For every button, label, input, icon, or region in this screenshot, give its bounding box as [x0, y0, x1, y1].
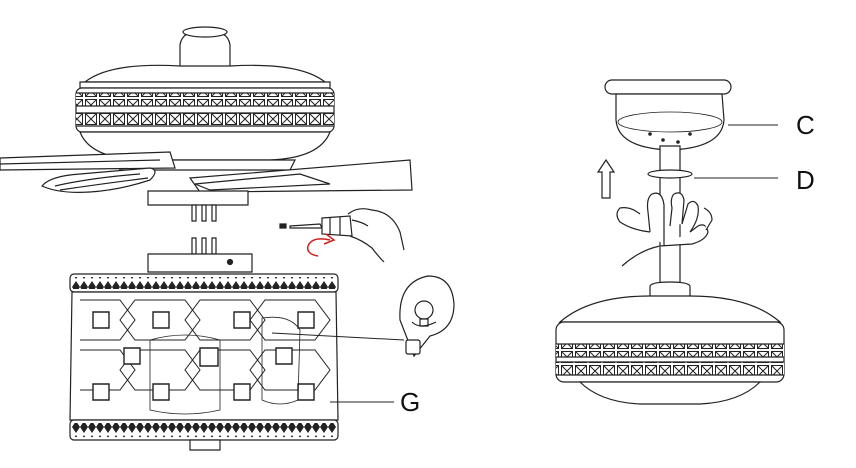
hand-icon — [348, 209, 404, 262]
fan-motor-housing — [76, 27, 334, 170]
callout-label-c: C — [796, 110, 815, 140]
canopy-c — [605, 80, 731, 150]
up-arrow-icon — [598, 160, 614, 198]
fan-blades — [0, 152, 412, 192]
hand-icon — [617, 193, 712, 266]
ring-d — [648, 170, 692, 178]
callout-label-g: G — [400, 387, 421, 417]
fan-motor-housing-right — [556, 282, 784, 404]
light-bulb-icon — [400, 276, 454, 356]
rotate-arrow-icon — [308, 239, 330, 256]
screwdriver-icon — [280, 216, 352, 236]
light-kit-mount — [148, 191, 252, 272]
callout-label-d: D — [796, 165, 815, 195]
light-shade-g — [70, 274, 338, 450]
